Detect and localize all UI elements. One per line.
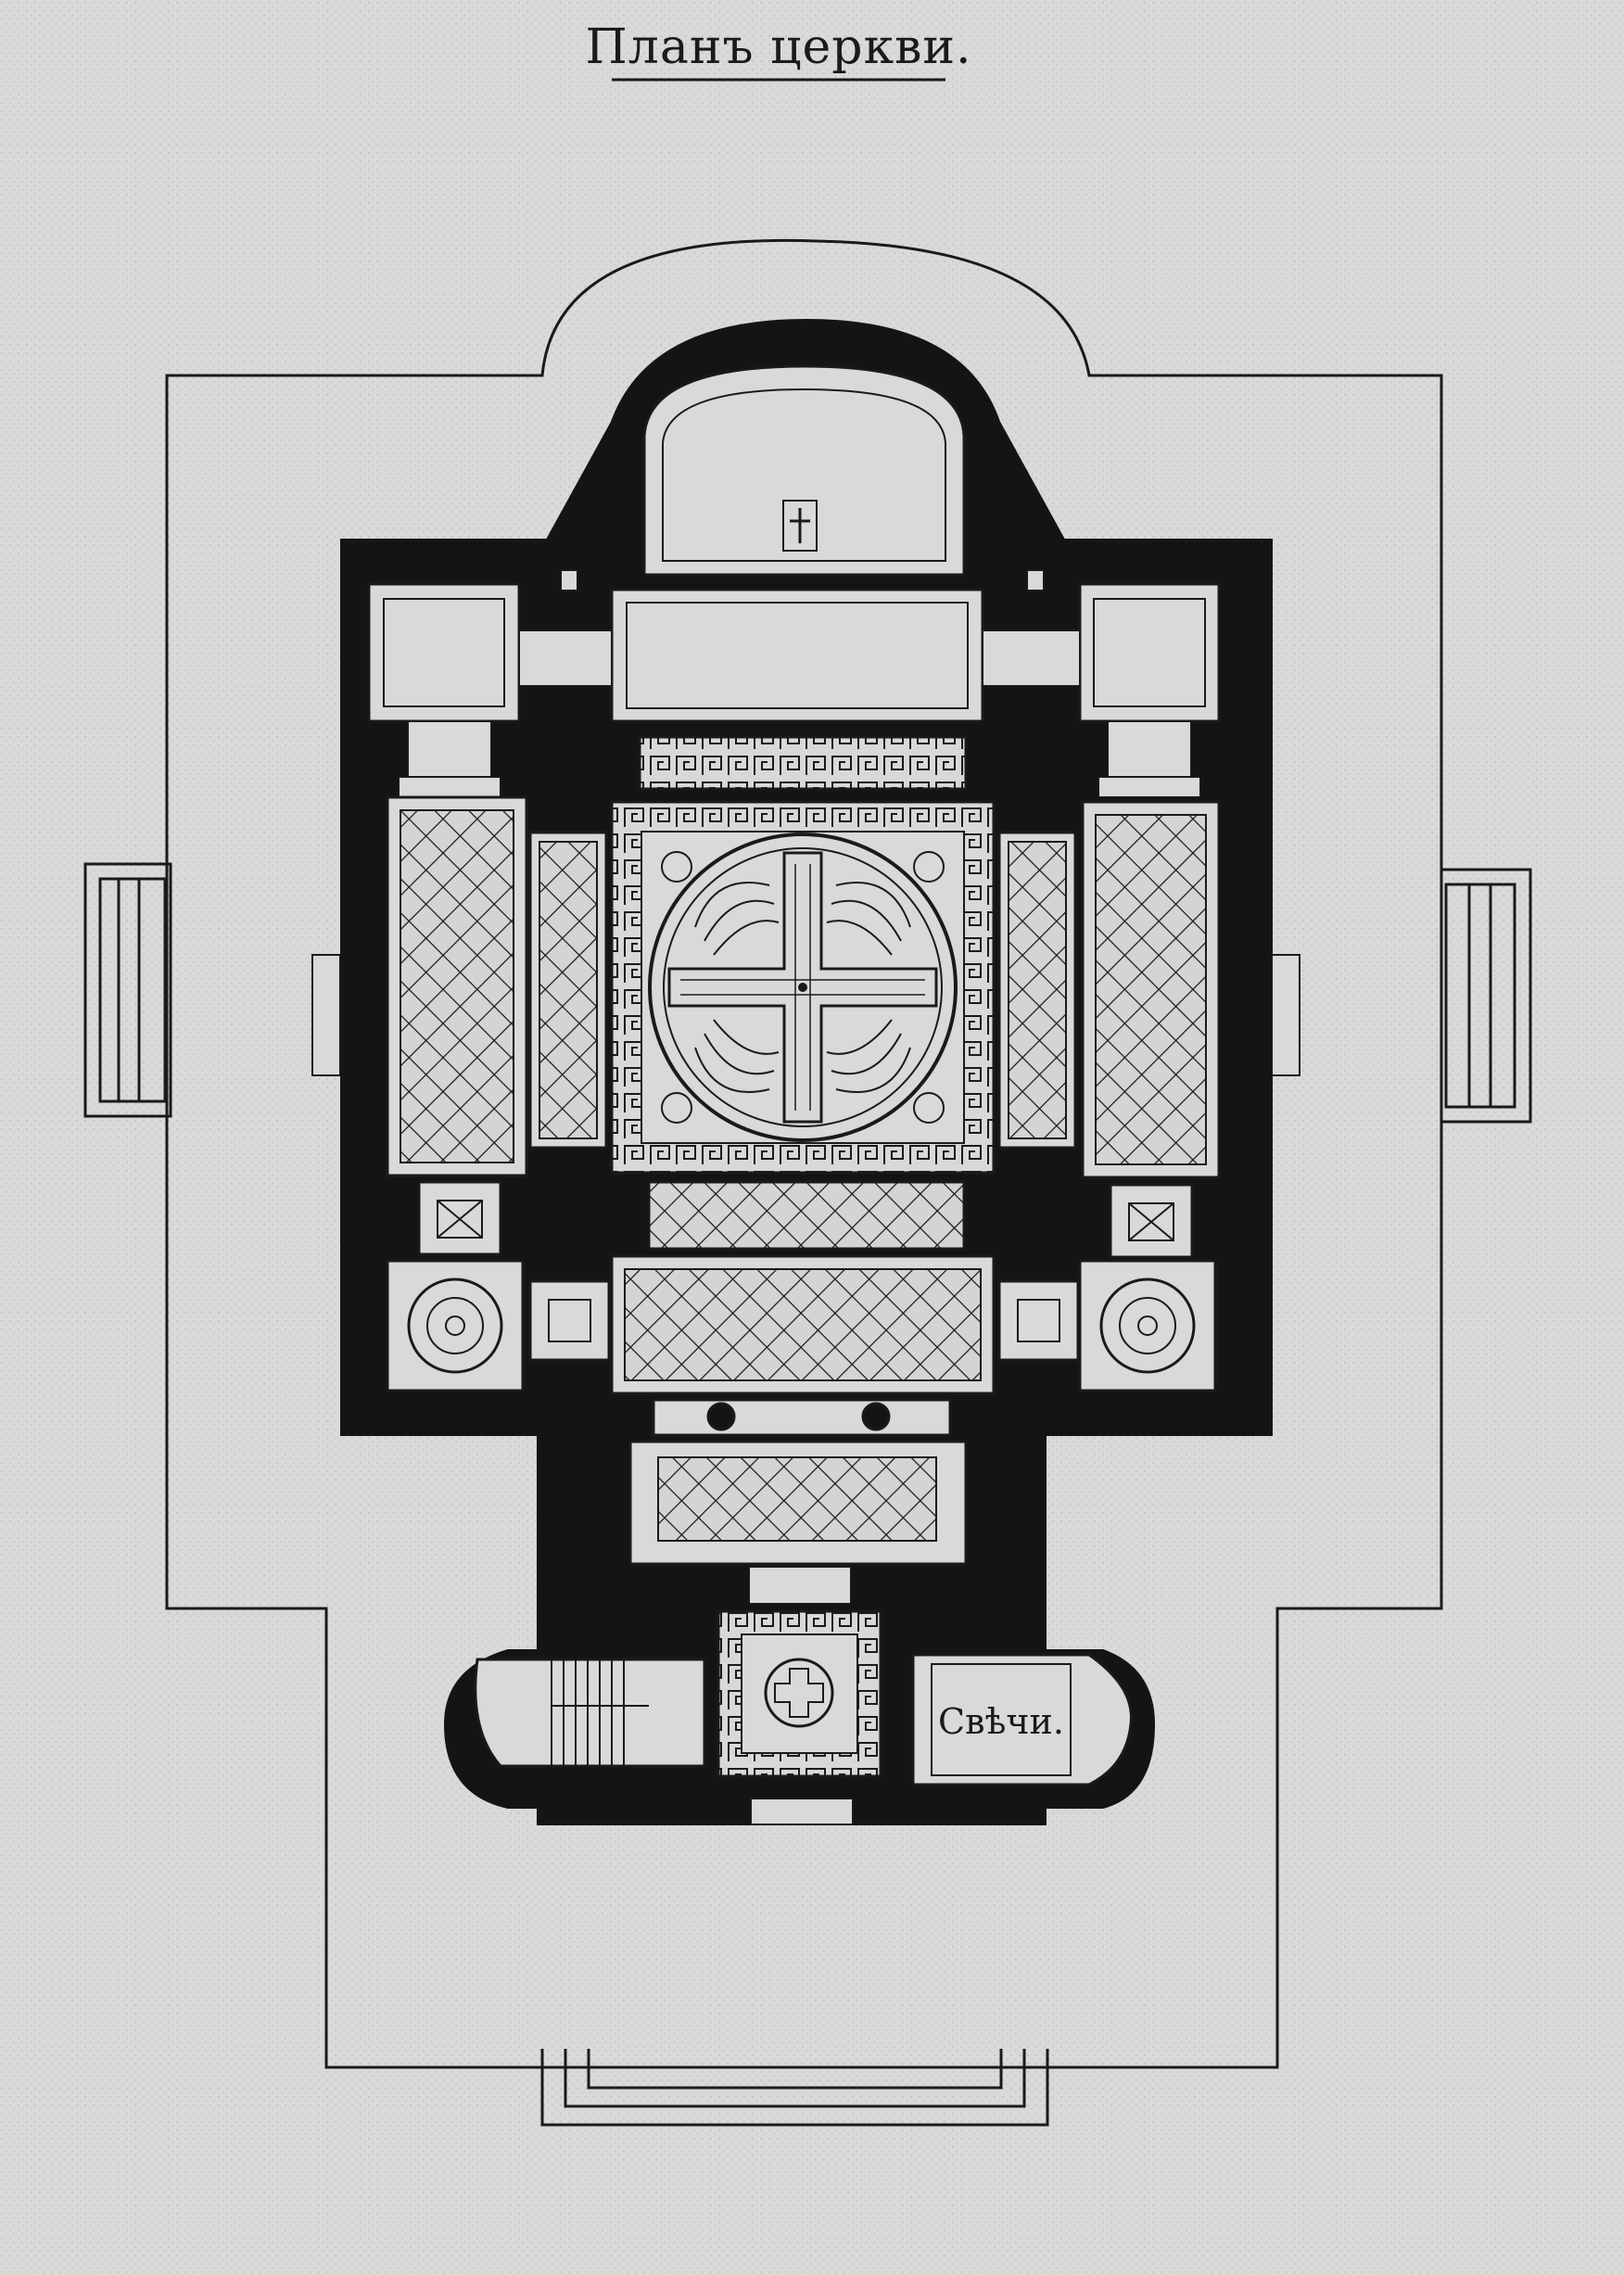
vestibule [717, 1566, 882, 1825]
right-aisle [997, 800, 1221, 1179]
stair-room [474, 1658, 706, 1768]
vestibule-cross-icon [774, 1668, 824, 1718]
north-rosette-chapel [386, 1259, 525, 1392]
buttress-details [311, 569, 1300, 1076]
nave-band [647, 1180, 966, 1251]
plan-title: Планъ церкви. [585, 19, 971, 82]
central-crossing [610, 800, 996, 1175]
entrance-steps [540, 2049, 1049, 2127]
altar-cross-icon [790, 508, 810, 543]
narthex [628, 1440, 968, 1566]
south-rosette-chapel [1078, 1259, 1217, 1392]
pier-squares [417, 1180, 1194, 1362]
apse-sanctuary [642, 364, 966, 577]
candle-room: Свѣчи. [911, 1653, 1133, 1786]
left-aisle [386, 795, 608, 1177]
plan-title-text: Планъ церкви. [585, 19, 971, 75]
west-porch [83, 862, 172, 1118]
bema [610, 588, 984, 723]
site-outline [165, 238, 1443, 2069]
east-porch [1440, 868, 1532, 1124]
solea [652, 1398, 952, 1437]
north-vestry [367, 582, 521, 723]
nave [610, 1254, 996, 1395]
south-vestry [1078, 582, 1221, 723]
passages [398, 629, 1201, 798]
meander-strip [638, 735, 968, 791]
candle-room-label: Свѣчи. [938, 1701, 1064, 1742]
